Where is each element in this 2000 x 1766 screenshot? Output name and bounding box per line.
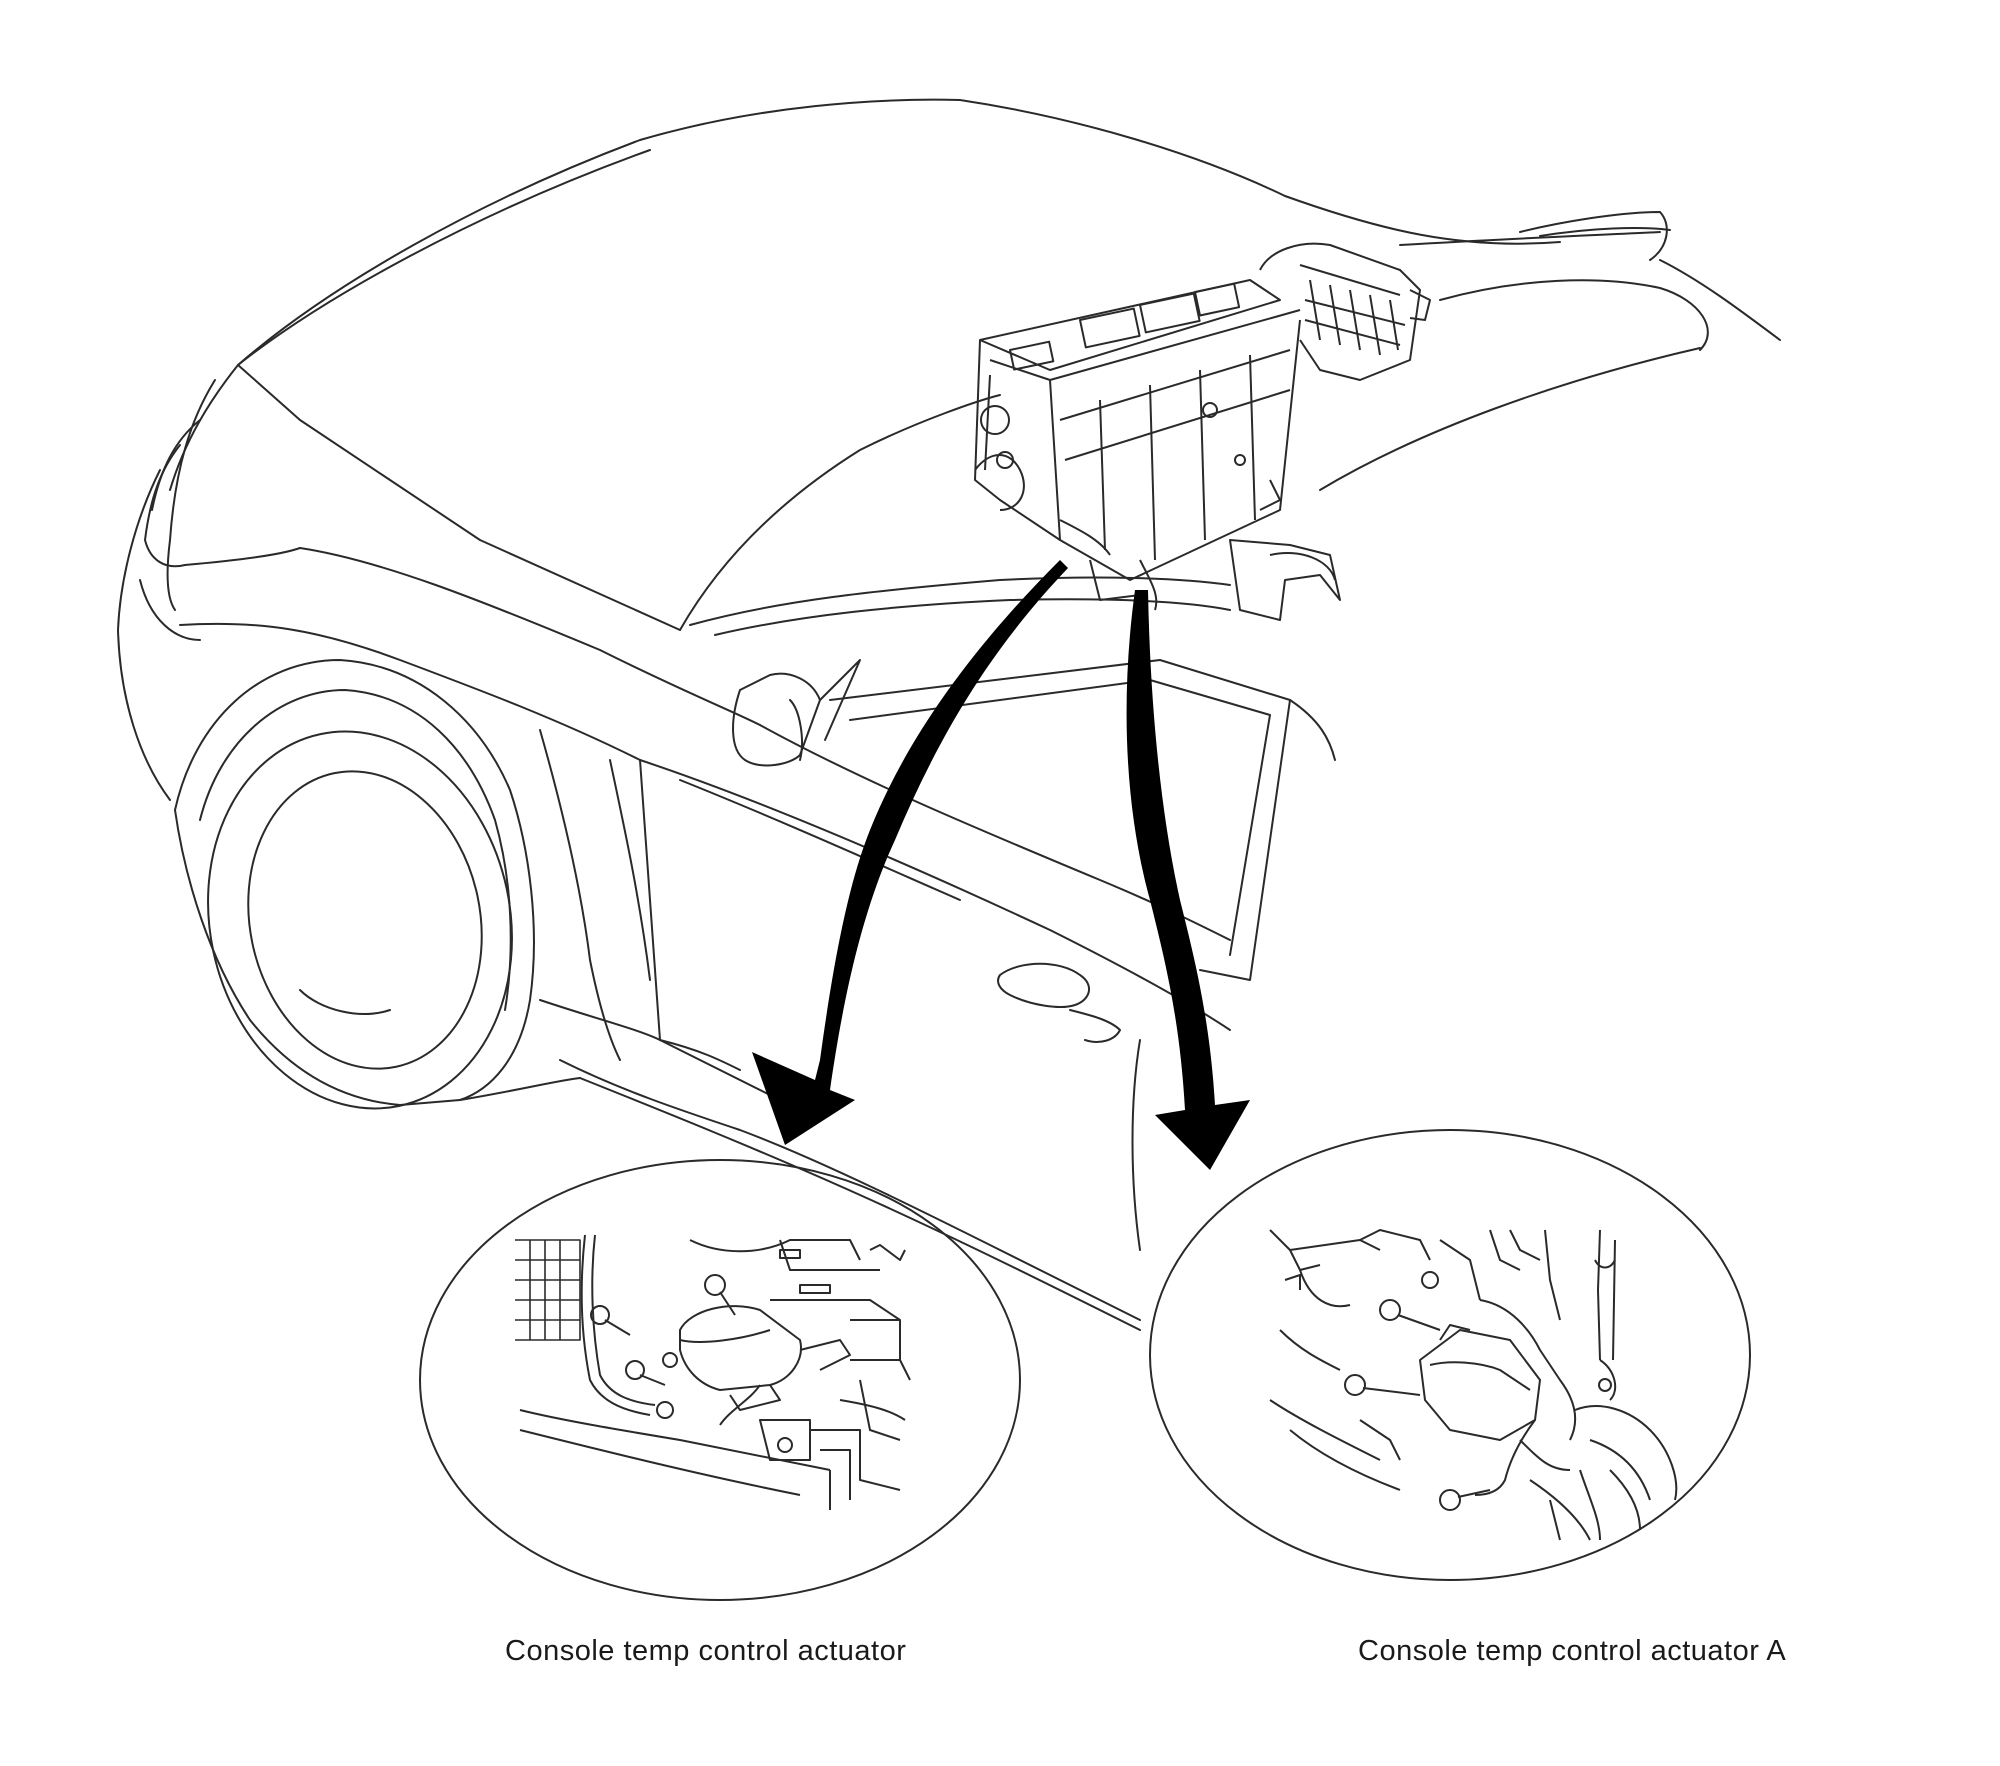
callout-caption-left: Console temp control actuator <box>505 1635 907 1667</box>
arrow-to-left-callout <box>752 560 1068 1145</box>
vehicle-outline <box>117 98 1781 1331</box>
hvac-unit <box>974 242 1431 621</box>
detail-callout-right <box>1149 1129 1751 1581</box>
callout-caption-right: Console temp control actuator A <box>1358 1635 1787 1667</box>
detail-callout-left <box>419 1159 1021 1601</box>
arrow-to-right-callout <box>1126 590 1250 1170</box>
dash-grid <box>515 1239 581 1341</box>
actuator-left <box>679 1305 802 1391</box>
pointer-arrows <box>752 560 1250 1170</box>
